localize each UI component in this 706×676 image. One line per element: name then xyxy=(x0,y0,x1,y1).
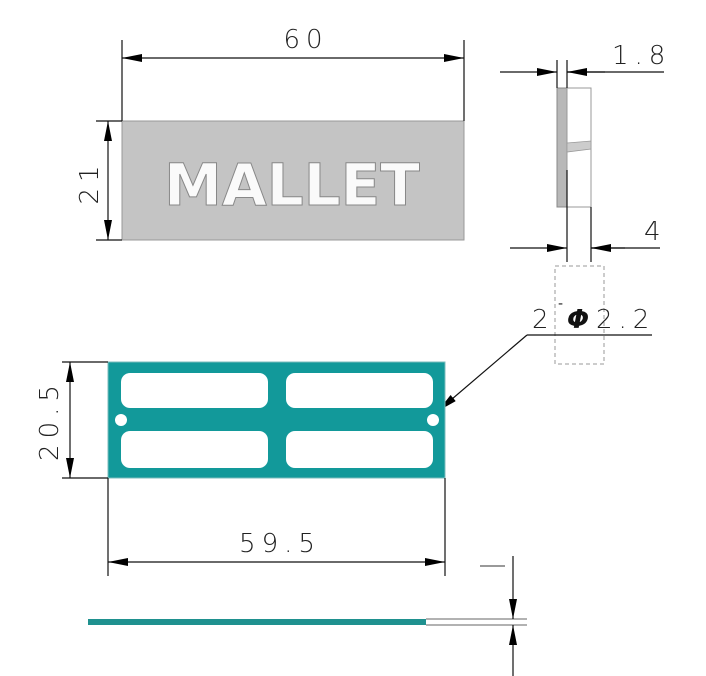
leader-line xyxy=(437,334,528,412)
bracket-edge-view xyxy=(88,556,527,676)
bracket-height-dimension: 20.5 xyxy=(35,379,65,461)
front-view: MALLET 60 21 xyxy=(75,25,465,241)
bracket-width-dimension: 59.5 xyxy=(239,529,321,559)
mounting-hole xyxy=(427,414,439,426)
hole-separator: - xyxy=(558,296,563,312)
hole-diameter: 2.2 xyxy=(596,305,655,335)
name-plate xyxy=(121,120,465,241)
height-dimension: 21 xyxy=(75,159,105,204)
plate-label: MALLET xyxy=(164,151,420,219)
thickness-dimension: 1.8 xyxy=(612,41,671,71)
side-view: 1.8 4 xyxy=(500,41,671,365)
bracket-view: 20.5 59.5 xyxy=(35,361,446,576)
mounting-hole xyxy=(115,414,127,426)
hole-count: 2 xyxy=(532,305,555,335)
width-dimension: 60 xyxy=(283,25,328,55)
diameter-symbol: Φ xyxy=(567,305,589,335)
hole-callout: 2 - Φ 2.2 xyxy=(437,296,655,412)
depth-dimension: 4 xyxy=(644,217,667,247)
